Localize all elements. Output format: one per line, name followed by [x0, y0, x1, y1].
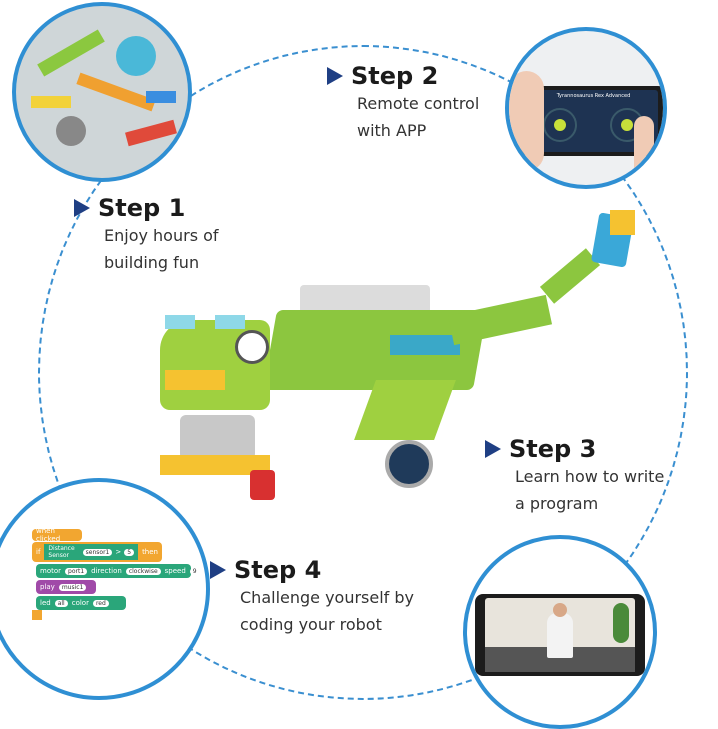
chevron-right-icon [327, 67, 343, 85]
play-block: play music1 [36, 580, 96, 594]
chevron-right-icon [210, 561, 226, 579]
sensor-condition: Distance Sensor sensor1 > 5 [44, 544, 139, 560]
dashed-path-ring [38, 45, 688, 700]
code-blocks-bubble: when clicked if Distance Sensor sensor1 … [0, 478, 210, 700]
step-desc-line: Learn how to write [515, 467, 665, 486]
port-dropdown[interactable]: port1 [65, 567, 88, 575]
step-desc-line: Challenge yourself by [240, 588, 415, 607]
if-label: if [36, 548, 41, 556]
app-title: Tyrannosaurus Rex Advanced [556, 93, 631, 99]
chevron-right-icon [485, 440, 501, 458]
step-desc-line: a program [515, 494, 599, 513]
music-dropdown[interactable]: music1 [58, 583, 87, 591]
speed-label: speed [164, 567, 186, 575]
video-phone [475, 594, 645, 676]
color-label: color [71, 599, 89, 607]
step-title: Step 3 [509, 435, 597, 463]
operator: > [115, 548, 122, 556]
step-desc-line: building fun [104, 253, 200, 272]
video-phone-bubble [463, 535, 657, 729]
sensor-dropdown[interactable]: sensor1 [82, 548, 113, 556]
motor-block: motor port1 direction clockwise speed 9 [36, 564, 200, 578]
color-dropdown[interactable]: red [92, 599, 109, 607]
step-1-label: Step 1 Enjoy hours of building fun [74, 194, 219, 276]
bricks-photo-bubble [12, 2, 192, 182]
step-title: Step 1 [98, 194, 186, 222]
step-desc-line: with APP [357, 121, 427, 140]
step-title: Step 2 [351, 62, 439, 90]
play-label: play [40, 583, 55, 591]
step-title: Step 4 [234, 556, 322, 584]
hand-right [634, 116, 654, 185]
led-label: led [40, 599, 51, 607]
speed-input[interactable]: 9 [189, 567, 200, 575]
chevron-right-icon [74, 199, 90, 217]
direction-dropdown[interactable]: clockwise [125, 567, 161, 575]
direction-label: direction [91, 567, 122, 575]
hand-left [509, 71, 544, 171]
threshold-input[interactable]: 5 [124, 548, 135, 556]
led-target-dropdown[interactable]: all [54, 599, 68, 607]
app-phone-bubble: Tyrannosaurus Rex Advanced [505, 27, 667, 189]
led-block: led all color red [36, 596, 126, 610]
joystick-left[interactable] [543, 108, 577, 142]
step-desc-line: Remote control [357, 94, 480, 113]
sensor-label: Distance Sensor [48, 545, 75, 559]
step-2-label: Step 2 Remote control with APP [327, 62, 479, 144]
then-label: then [142, 548, 158, 556]
step-desc-line: coding your robot [240, 615, 382, 634]
step-3-label: Step 3 Learn how to write a program [485, 435, 664, 517]
step-desc-line: Enjoy hours of [104, 226, 219, 245]
motor-label: motor [40, 567, 62, 575]
when-clicked-block: when clicked [36, 527, 61, 543]
step-4-label: Step 4 Challenge yourself by coding your… [210, 556, 414, 638]
